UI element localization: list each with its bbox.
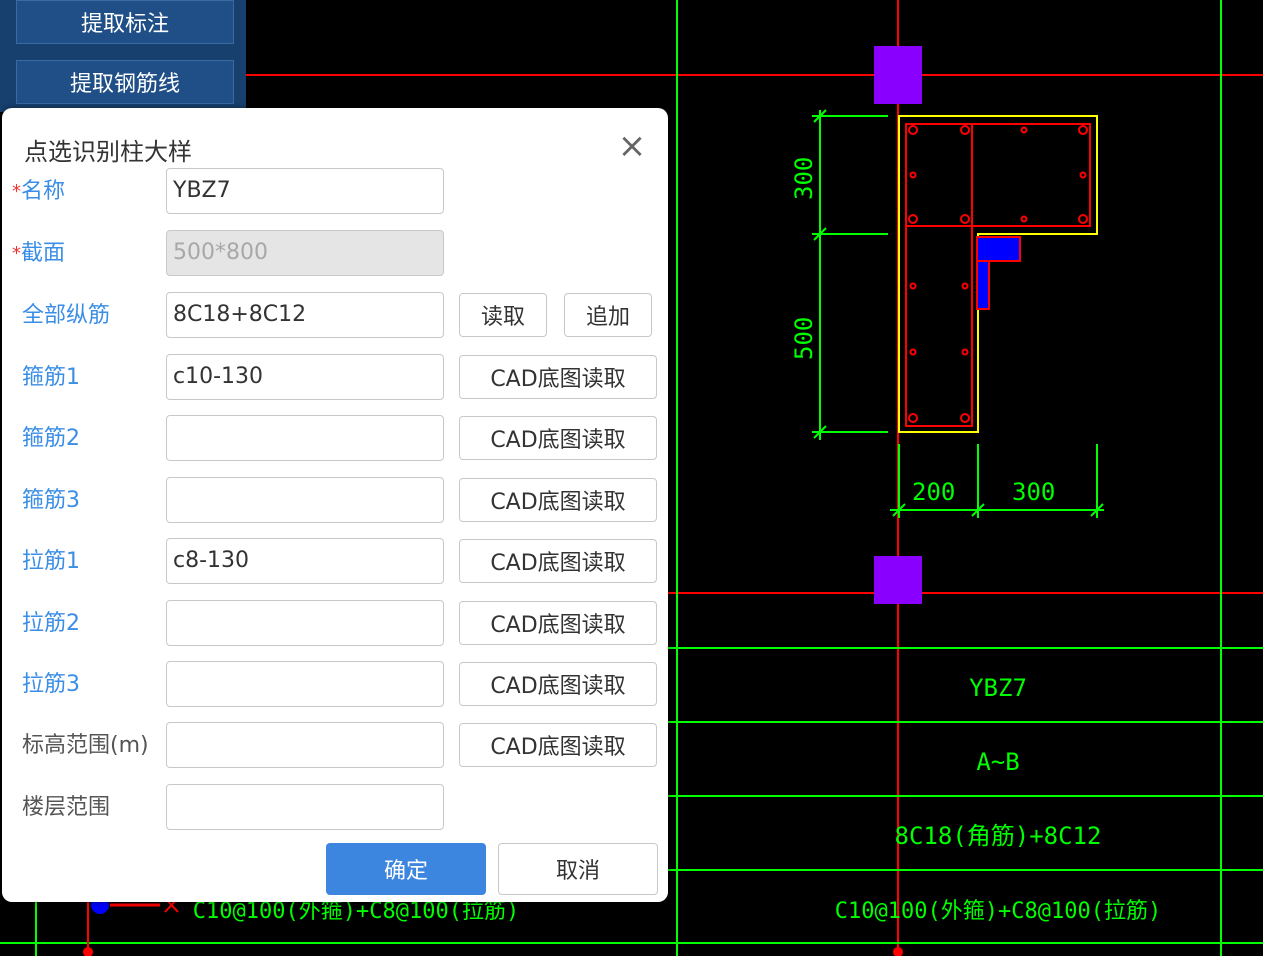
read-button[interactable]: 读取 [459, 293, 547, 337]
table-name: YBZ7 [969, 674, 1027, 702]
stirrup-red [905, 123, 1091, 227]
table-longitudinal: 8C18(角筋)+8C12 [895, 822, 1102, 850]
table-stirrup: C10@100(外箍)+C8@100(拉筋) [835, 899, 1161, 924]
append-button[interactable]: 追加 [564, 293, 652, 337]
all-rebar-input[interactable]: 8C18+8C12 [166, 292, 444, 338]
dialog-title: 点选识别柱大样 [24, 138, 192, 166]
stirrup3-input[interactable] [166, 477, 444, 523]
tie3-label: 拉筋3 [22, 672, 80, 697]
column-outline [898, 115, 1098, 433]
extract-rebar-line-button[interactable]: 提取钢筋线 [16, 60, 234, 104]
section-label: *截面 [12, 241, 66, 266]
tie1-input[interactable]: c8-130 [166, 538, 444, 584]
elevation-cad-read-button[interactable]: CAD底图读取 [459, 723, 657, 767]
floor-input[interactable] [166, 784, 444, 830]
stirrup1-label: 箍筋1 [22, 365, 80, 390]
name-label: *名称 [12, 179, 66, 204]
elevation-label: 标高范围(m) [22, 733, 149, 758]
rebar-dots [908, 125, 1088, 423]
column-marker [874, 46, 922, 104]
stirrup2-input[interactable] [166, 415, 444, 461]
tie2-cad-read-button[interactable]: CAD底图读取 [459, 601, 657, 645]
stirrup3-label: 箍筋3 [22, 488, 80, 513]
section-input: 500*800 [166, 230, 444, 276]
all-rebar-label: 全部纵筋 [22, 303, 111, 328]
dim-300: 300 [790, 157, 818, 200]
stirrup-red [905, 123, 973, 427]
name-input[interactable]: YBZ7 [166, 168, 444, 214]
axis-node [83, 947, 93, 956]
stirrup2-cad-read-button[interactable]: CAD底图读取 [459, 416, 657, 460]
elevation-input[interactable] [166, 722, 444, 768]
stirrup1-input[interactable]: c10-130 [166, 354, 444, 400]
tie1-label: 拉筋1 [22, 549, 80, 574]
stirrup2-label: 箍筋2 [22, 426, 80, 451]
close-icon[interactable]: × [617, 126, 647, 166]
selected-shape [976, 236, 1021, 262]
table-range: A~B [976, 748, 1019, 776]
tie1-cad-read-button[interactable]: CAD底图读取 [459, 539, 657, 583]
floor-label: 楼层范围 [22, 795, 111, 820]
dim-300-b: 300 [1012, 478, 1055, 506]
stirrup3-cad-read-button[interactable]: CAD底图读取 [459, 478, 657, 522]
tie3-cad-read-button[interactable]: CAD底图读取 [459, 662, 657, 706]
axis-node [893, 947, 903, 956]
dim-500: 500 [790, 317, 818, 360]
column-marker [874, 556, 922, 604]
stirrup1-cad-read-button[interactable]: CAD底图读取 [459, 355, 657, 399]
extract-annotation-button[interactable]: 提取标注 [16, 0, 234, 44]
identify-column-detail-dialog: 点选识别柱大样 × *名称 YBZ7 *截面 500*800 全部纵筋 8C18… [2, 108, 668, 902]
tie2-label: 拉筋2 [22, 611, 80, 636]
dim-200: 200 [912, 478, 955, 506]
tie3-input[interactable] [166, 661, 444, 707]
tie2-input[interactable] [166, 600, 444, 646]
dimension-lines [812, 109, 1104, 518]
table-stirrup-left: C10@100(外箍)+C8@100(拉筋) [193, 899, 519, 924]
ok-button[interactable]: 确定 [326, 843, 486, 895]
cancel-button[interactable]: 取消 [498, 843, 658, 895]
